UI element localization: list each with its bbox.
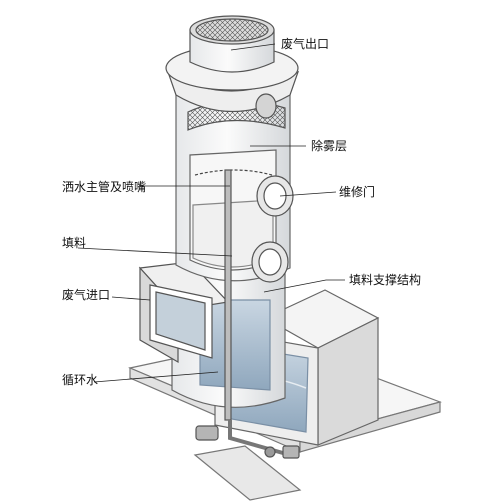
leader-lines (77, 43, 345, 383)
tower-column (175, 87, 291, 282)
label-packing-support: 填料支撑结构 (349, 273, 422, 287)
label-packing: 填料 (62, 236, 87, 250)
label-outlet: 废气出口 (281, 37, 330, 51)
access-doors (251, 93, 294, 283)
tower-top (165, 15, 300, 113)
inlet-duct (138, 261, 230, 364)
label-circulating-water: 循环水 (62, 373, 99, 387)
label-access-door: 维修门 (339, 185, 376, 199)
label-demister: 除雾层 (311, 139, 348, 153)
label-inlet: 废气进口 (62, 288, 111, 302)
label-spray: 洒水主管及喷嘴 (62, 180, 147, 194)
spray-pipe-and-pump (195, 169, 300, 459)
